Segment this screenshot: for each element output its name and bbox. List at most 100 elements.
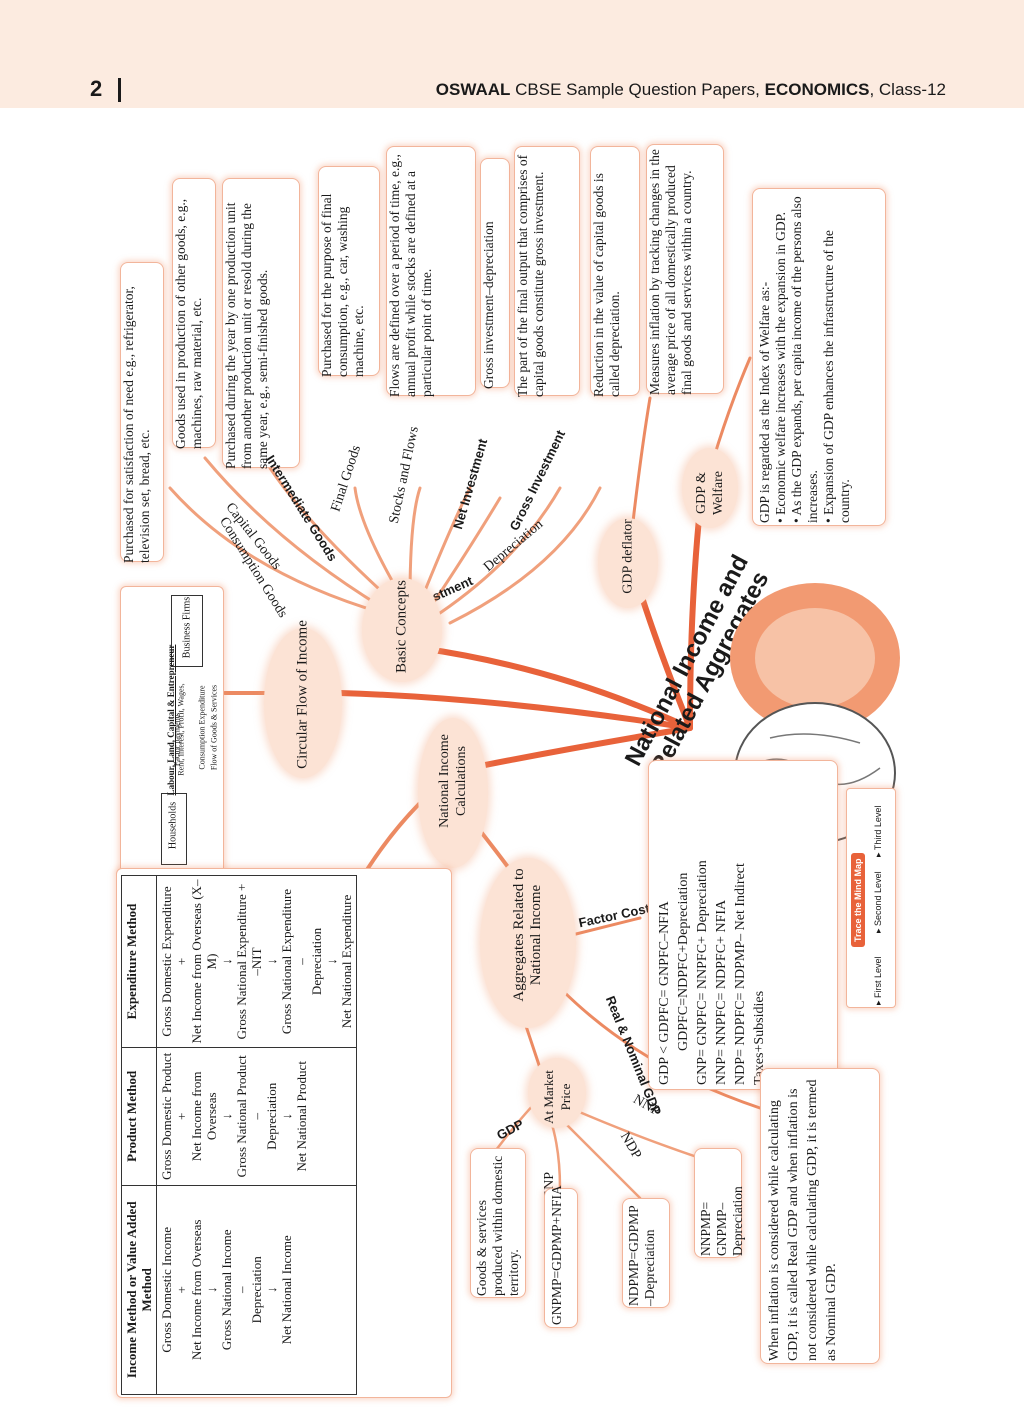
methods-table-box: Income Method or Value Added Method Prod… — [116, 868, 452, 1398]
table-cell: Gross Domestic Product+Net Income from O… — [156, 1047, 357, 1186]
formula-gdp-2: GDPFC=NDPFC+Depreciation — [676, 872, 691, 1051]
depreciation-text: Reduction in the value of capital goods … — [591, 173, 622, 397]
formula-list: GDP < GDPFC= GNPFC–NFIA GDPFC=NDPFC+Depr… — [649, 761, 839, 1091]
table-cell-line: Net Income from Overseas — [189, 1219, 204, 1361]
gdp-definition-box: Goods & services produced within domesti… — [470, 1148, 526, 1298]
real-nominal-box: When inflation is considered while calcu… — [760, 1068, 880, 1364]
aggregates-label: Aggregates Related to National Income — [511, 868, 544, 1002]
table-cell-line: ↓ — [264, 958, 279, 965]
welfare-point: • Expansion of GDP enhances the infrastr… — [821, 230, 852, 523]
table-cell-line: Net Income from Overseas — [189, 1071, 219, 1162]
circular-flow-diagram: Business Firms Households Labour, Land, … — [120, 586, 224, 876]
table-cell-line: –NIT — [249, 947, 264, 976]
market-price-node: At Market Price — [528, 1058, 586, 1128]
net-investment-box: Gross investment–depreciation — [480, 158, 510, 389]
page-header: 2 OSWAAL CBSE Sample Question Papers, EC… — [0, 0, 1024, 108]
table-cell-line: Net National Expenditure — [339, 894, 354, 1029]
capital-goods-text: Goods used in production of other goods,… — [173, 198, 204, 449]
table-cell-line: – — [234, 1286, 249, 1294]
nnp-mp-text: NNPMP= GNPMP– Depreciation — [698, 1186, 745, 1256]
page-number: 2 — [90, 76, 103, 101]
legend-second: ▸ Second Level — [873, 871, 883, 933]
formula-ndp: NDP= NDPFC= NDPMP– Net Indirect Taxes+Su… — [733, 863, 767, 1085]
table-cell-line: ↓ — [204, 1286, 219, 1294]
consumption-expenditure-label: Consumption Expenditure — [197, 685, 207, 770]
gdp-deflator-label: GDP deflator — [620, 519, 636, 594]
table-cell-line: + — [174, 1286, 189, 1294]
gdp-welfare-content: GDP is regarded as the Index of Welfare … — [753, 189, 887, 527]
legend-box: Trace the Mind Map ▸ First Level ▸ Secon… — [846, 788, 896, 1008]
gross-investment-box: The part of the final output that compri… — [514, 146, 580, 397]
market-price-label: At Market Price — [541, 1070, 573, 1124]
gdp-definition-text: Goods & services produced within domesti… — [474, 1155, 521, 1296]
table-cell-line: ↓ — [324, 958, 339, 965]
formula-nnp: NNP= NNPFC= NDPFC+ NFIA — [714, 899, 729, 1085]
subject-name: ECONOMICS — [764, 80, 870, 99]
methods-table-rot: Income Method or Value Added Method Prod… — [117, 869, 447, 1399]
table-header: Expenditure Method — [121, 875, 157, 1048]
gdp-welfare-label: GDP & Welfare — [694, 471, 726, 515]
table-cell-line: Gross National Product — [234, 1055, 249, 1178]
basic-concepts-node: Basic Concepts — [362, 578, 442, 682]
capital-goods-box: Goods used in production of other goods,… — [172, 178, 216, 449]
households-box: Households — [161, 793, 187, 865]
gdp-deflator-node: GDP deflator — [598, 518, 658, 608]
ndp-mp-box: NDPMP=GDPMP –Depreciation — [622, 1198, 670, 1308]
branch-basic-concepts — [417, 645, 693, 731]
stocks-flows-text: Flows are defined over a period of time,… — [387, 154, 434, 397]
table-cell-line: Gross National Income — [219, 1229, 234, 1351]
factor-payments-label: Factor payments — [172, 712, 182, 767]
nnp-mp-box: NNPMP= GNPMP– Depreciation — [694, 1148, 745, 1258]
table-cell-line: ↓ — [219, 1113, 234, 1120]
formula-gnp: GNP= GNPFC= NNPFC+ Depreciation — [695, 860, 710, 1085]
table-header: Product Method — [121, 1047, 157, 1186]
branch-national-income-calc — [467, 725, 693, 771]
table-cell-line: – — [249, 1113, 264, 1120]
formula-gdp: GDP < GDPFC= GNPFC–NFIA — [657, 901, 672, 1085]
branch-gdp-welfare — [687, 505, 703, 731]
legend-third: ▸ Third Level — [873, 805, 883, 857]
factor-cost-formulas-box: GDP < GDPFC= GNPFC–NFIA GDPFC=NDPFC+Depr… — [648, 760, 838, 1090]
legend-first: ▸ First Level — [873, 956, 883, 1005]
table-cell-line: Depreciation — [309, 927, 324, 996]
national-income-calc-label: National Income Calculations — [437, 734, 469, 828]
stocks-flows-box: Flows are defined over a period of time,… — [386, 146, 476, 397]
table-cell-line: – — [294, 958, 309, 965]
table-cell-line: Net Income from Overseas (X–M) — [189, 879, 219, 1044]
real-nominal-text: When inflation is considered while calcu… — [767, 1079, 839, 1362]
table-cell-line: ↓ — [219, 958, 234, 965]
business-firms-box: Business Firms — [171, 595, 203, 667]
legend-title: Trace the Mind Map — [851, 853, 865, 947]
final-goods-text: Purchased for the purpose of final consu… — [319, 193, 366, 377]
consumption-goods-box: Purchased for satisfaction of need e.g.,… — [120, 262, 164, 563]
table-cell-line: Gross National Expenditure — [279, 888, 294, 1035]
branch-circular-flow — [337, 690, 693, 731]
legend-content: Trace the Mind Map ▸ First Level ▸ Secon… — [847, 789, 897, 1009]
net-investment-text: Gross investment–depreciation — [481, 221, 496, 389]
depreciation-box: Reduction in the value of capital goods … — [590, 146, 640, 397]
gross-investment-text: The part of the final output that compri… — [515, 154, 546, 397]
table-header: Income Method or Value Added Method — [121, 1185, 157, 1395]
book-title: OSWAAL CBSE Sample Question Papers, ECON… — [435, 80, 946, 99]
table-cell: Gross Domestic Expenditure+Net Income fr… — [156, 875, 357, 1048]
class-label: Class-12 — [878, 80, 946, 99]
table-cell-line: ↓ — [279, 1113, 294, 1120]
ndp-mp-text: NDPMP=GDPMP –Depreciation — [626, 1205, 657, 1306]
intermediate-goods-box: Purchased during the year by one product… — [222, 178, 300, 469]
consumption-goods-text: Purchased for satisfaction of need e.g.,… — [121, 286, 152, 563]
table-cell-line: Gross Domestic Expenditure — [159, 886, 174, 1037]
methods-table: Income Method or Value Added Method Prod… — [121, 875, 357, 1395]
table-cell-line: Gross Domestic Income — [159, 1226, 174, 1353]
table-cell-line: Depreciation — [264, 1082, 279, 1150]
final-goods-box: Purchased for the purpose of final consu… — [318, 166, 380, 377]
table-cell-line: + — [174, 1112, 189, 1120]
table-cell-line: + — [174, 957, 189, 966]
welfare-intro: GDP is regarded as the Index of Welfare … — [757, 281, 772, 523]
table-cell: Gross Domestic Income+Net Income from Ov… — [156, 1185, 357, 1395]
table-cell-line: Net National Income — [279, 1235, 294, 1345]
gnp-mp-text: GNPMP=GDPMP+NFIA — [549, 1185, 564, 1325]
gdp-welfare-box: GDP is regarded as the Index of Welfare … — [752, 188, 886, 526]
table-cell-line: Gross Domestic Product — [159, 1052, 174, 1180]
table-cell-line: Gross National Expenditure + — [234, 883, 249, 1040]
circular-flow-node: Circular Flow of Income — [264, 620, 342, 778]
